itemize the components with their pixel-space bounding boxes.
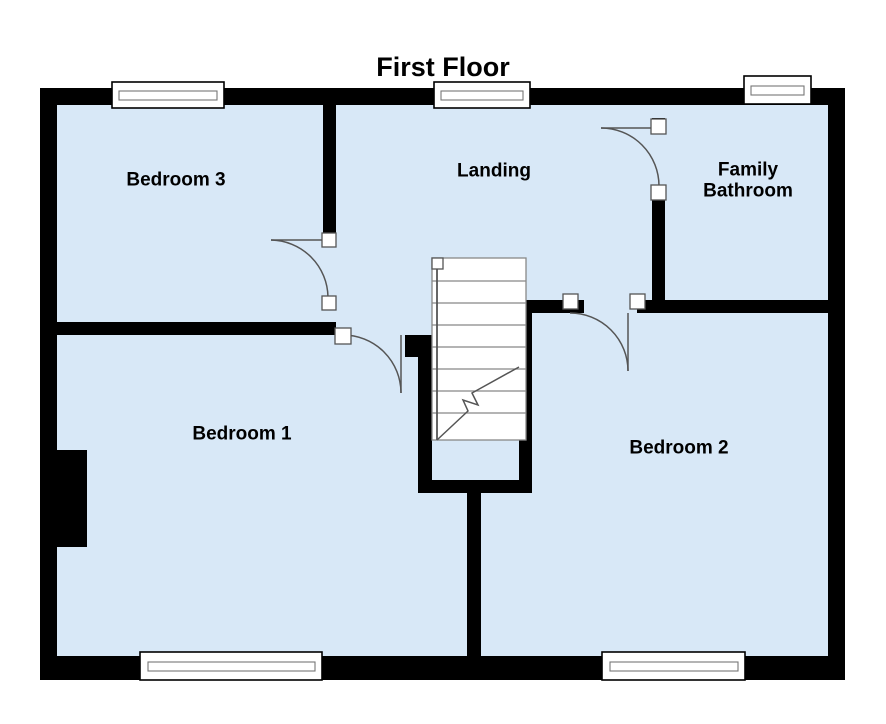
room-label-bedroom-1: Bedroom 1: [192, 423, 292, 445]
room-label-bedroom-3: Bedroom 3: [126, 169, 226, 191]
door-bedroom-3: [270, 232, 337, 311]
door-bedroom-1: [334, 327, 402, 394]
window-bedroom-3: [111, 81, 225, 109]
window-family-bathroom: [743, 75, 812, 105]
door-bedroom-2: [562, 293, 646, 372]
window-bedroom-1: [139, 651, 323, 681]
room-label-bedroom-2: Bedroom 2: [629, 437, 729, 459]
room-label-family-bathroom: Family Bathroom: [703, 159, 793, 202]
page-title: First Floor: [376, 52, 510, 82]
chimney-breast: [57, 450, 87, 547]
door-family-bathroom: [600, 118, 667, 201]
room-label-landing: Landing: [457, 160, 531, 182]
window-landing: [433, 81, 531, 109]
staircase: [431, 257, 527, 441]
window-bedroom-2: [601, 651, 746, 681]
